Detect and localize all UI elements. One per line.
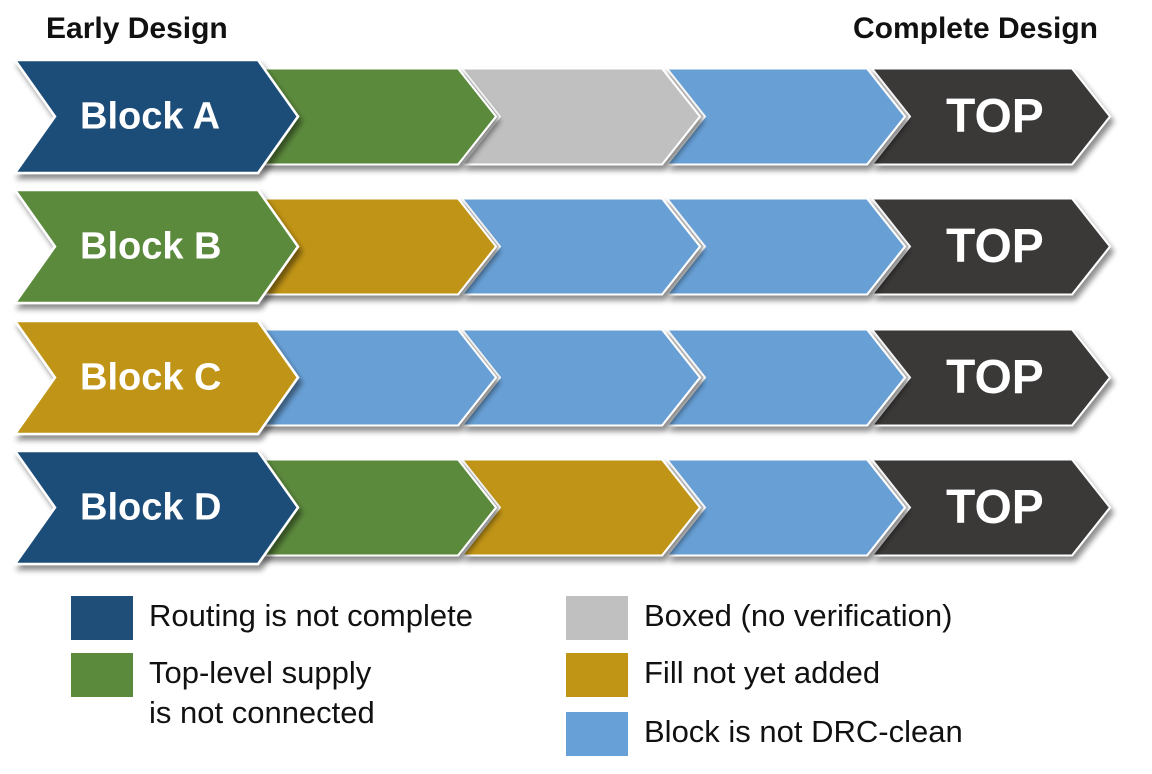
legend-text-boxed: Boxed (no verification) [644,598,953,633]
top-stage-chevron [869,197,1112,296]
top-stage-chevron [869,328,1112,427]
legend-item-fill: Fill not yet added [566,653,880,697]
legend-text-fill: Fill not yet added [644,655,881,690]
top-stage-label: TOP [946,351,1044,404]
block-chevron-supply [12,188,300,305]
stage-chevron-fill [459,458,702,557]
legend-swatch-supply [71,653,133,697]
legend-item-supply: Top-level supply is not connected [71,653,375,733]
legend-text-routing: Routing is not complete [149,598,473,633]
legend-text-supply: Top-level supply is not connected [149,655,375,730]
block-row: TOP Block B [12,188,1112,305]
top-stage-chevron [869,67,1112,166]
stage-chevron-drc [664,328,907,427]
legend-item-drc: Block is not DRC-clean [566,712,963,756]
stage-chevron-boxed [459,67,702,166]
block-row: TOP Block A [12,58,1112,175]
stage-chevron-drc [664,458,907,557]
top-stage-label: TOP [946,220,1044,273]
block-label: Block B [80,226,221,268]
legend-swatch-routing [71,596,133,640]
top-stage-label: TOP [946,90,1044,143]
block-flow-diagram: TOP Block A TOP Block B TOP Block C TOP Block D [12,58,1112,566]
legend-swatch-boxed [566,596,628,640]
block-row: TOP Block D [12,449,1112,566]
block-label: Block D [80,487,221,529]
block-chevron-routing [12,449,300,566]
legend-text-drc: Block is not DRC-clean [644,714,963,749]
top-stage-label: TOP [946,481,1044,534]
legend-item-boxed: Boxed (no verification) [566,596,952,640]
legend-item-routing: Routing is not complete [71,596,473,640]
stage-chevron-drc [459,197,702,296]
complete-design-label: Complete Design [852,12,1098,45]
block-row: TOP Block C [12,319,1112,436]
block-chevron-fill [12,319,300,436]
early-design-label: Early Design [46,12,228,45]
legend-swatch-fill [566,653,628,697]
block-chevron-routing [12,58,300,175]
block-label: Block A [80,96,220,138]
block-label: Block C [80,357,221,399]
stage-chevron-drc [664,67,907,166]
stage-chevron-drc [459,328,702,427]
legend-swatch-drc [566,712,628,756]
top-stage-chevron [869,458,1112,557]
stage-chevron-drc [664,197,907,296]
